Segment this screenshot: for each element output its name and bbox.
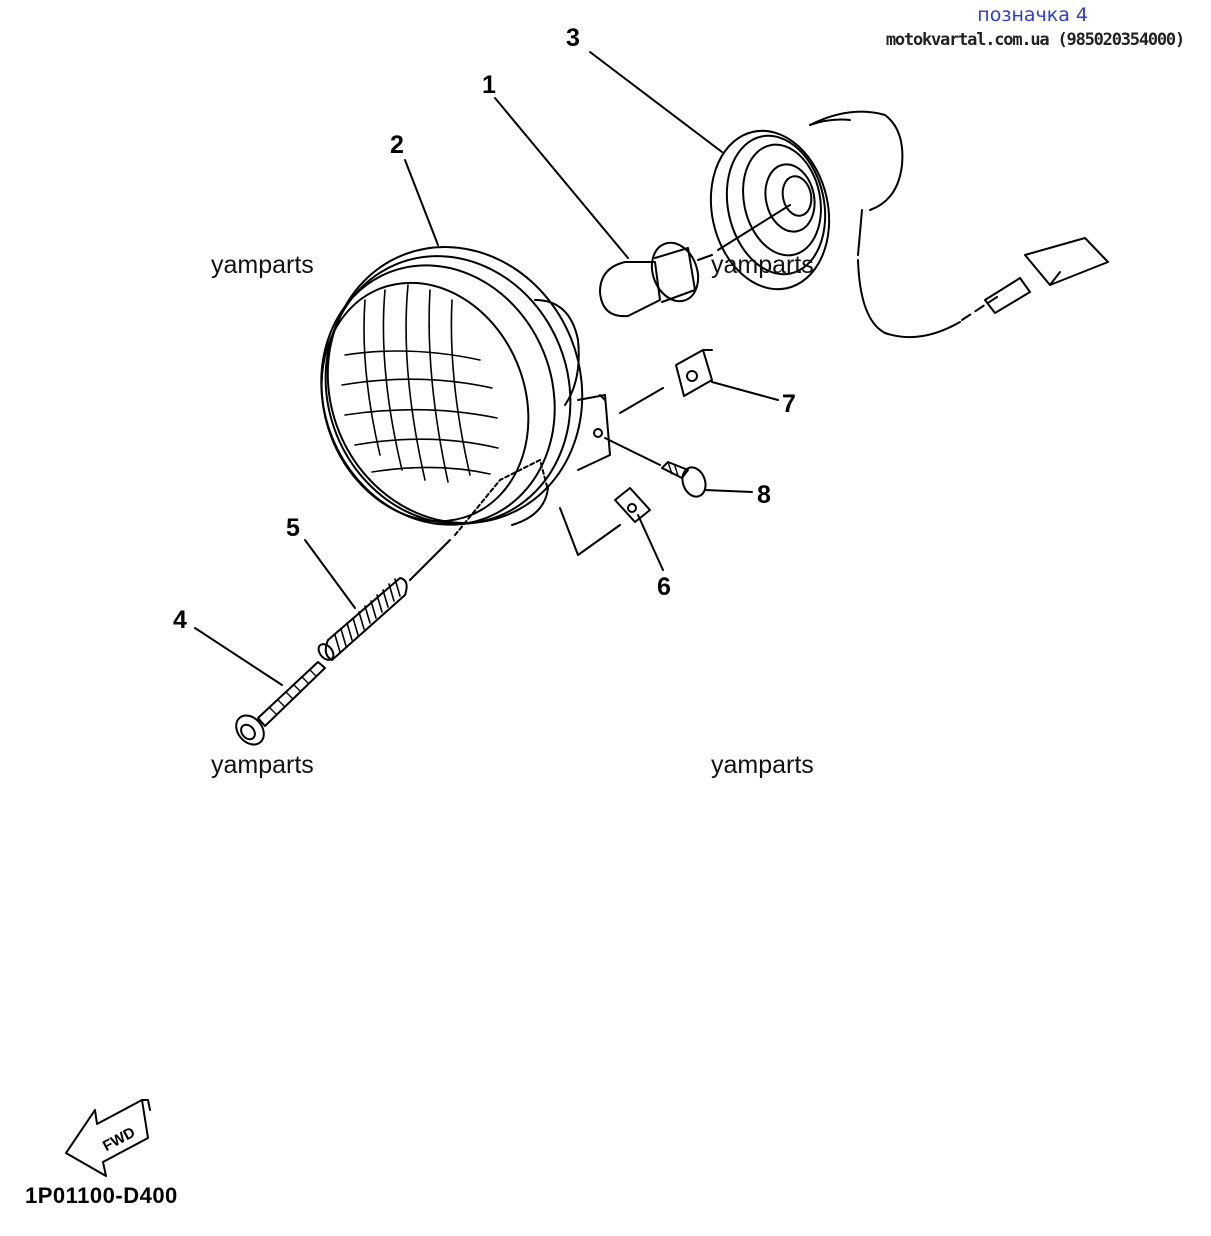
bulb xyxy=(599,241,713,318)
callout-1: 1 xyxy=(482,71,496,99)
leader-8 xyxy=(704,489,753,493)
callout-6: 6 xyxy=(657,573,671,601)
leader-2 xyxy=(404,159,439,246)
fwd-arrow-icon xyxy=(65,1099,151,1177)
callout-8: 8 xyxy=(757,481,771,509)
headlight-lens-unit xyxy=(320,246,611,536)
leader-6 xyxy=(637,514,664,571)
diagram-code: 1P01100-D400 xyxy=(25,1183,178,1208)
bulb-socket-cover xyxy=(709,110,1109,339)
watermark-bottom-right: yamparts xyxy=(711,751,814,779)
screw xyxy=(661,461,707,498)
fwd-label: FWD xyxy=(100,1124,138,1155)
watermark-bottom-left: yamparts xyxy=(211,751,314,779)
leader-4 xyxy=(194,627,283,686)
diagram-badge: позначка 4 xyxy=(977,4,1088,26)
nut-plate xyxy=(675,349,713,397)
leader-3 xyxy=(589,51,723,153)
callout-4: 4 xyxy=(173,606,187,634)
watermark-top-right: yamparts xyxy=(711,251,814,279)
callout-2: 2 xyxy=(390,131,404,159)
callout-3: 3 xyxy=(566,24,580,52)
site-credit: motokvartal.com.ua (985020354000) xyxy=(885,30,1185,50)
clip-nut xyxy=(614,487,651,523)
callout-7: 7 xyxy=(782,390,796,418)
callout-5: 5 xyxy=(286,514,300,542)
adjusting-screw xyxy=(235,643,335,746)
leader-5 xyxy=(304,539,356,609)
leader-1 xyxy=(494,97,629,259)
watermark-top-left: yamparts xyxy=(211,251,314,279)
spring xyxy=(324,577,408,661)
leader-7 xyxy=(711,381,779,401)
